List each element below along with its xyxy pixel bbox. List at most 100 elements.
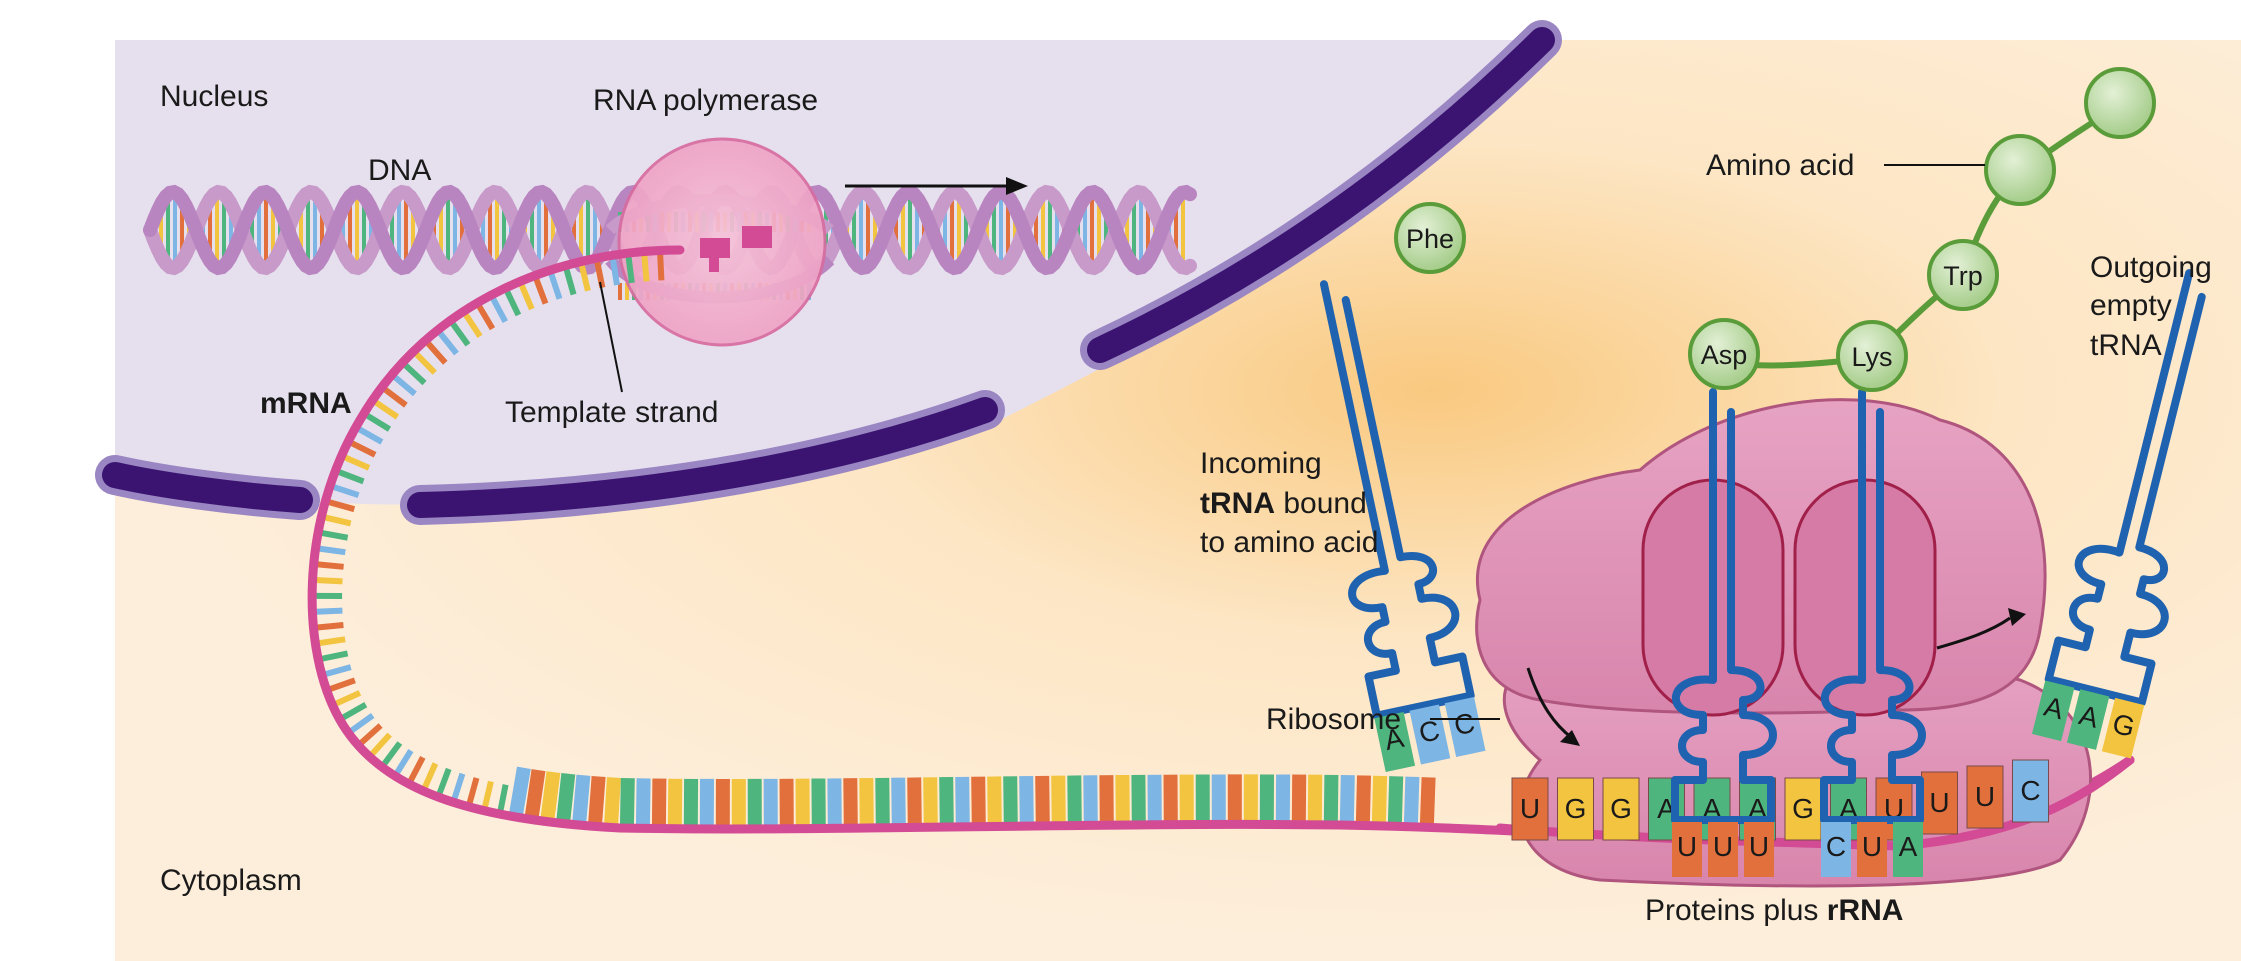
mrna-base [481,780,494,812]
mrna-base [667,778,683,829]
mrna-base [488,293,508,324]
mrna-base [891,777,906,828]
codon-letter: G [1565,793,1587,824]
codon-letter: G [1610,793,1632,824]
mrna-base [465,777,480,808]
mrna-base [420,762,439,793]
mrna-base [320,513,352,527]
mrna-base [450,772,466,804]
mrna-base [435,767,452,799]
trna-outgoing-cloverleaf [2044,541,2169,707]
mrna-base [389,372,417,397]
amino-acid-lys-label: Lys [1851,342,1892,372]
trna-incoming-cloverleaf [1348,552,1475,720]
incoming-label-line2: tRNA bound [1200,487,1367,520]
mrna-base [1339,774,1355,826]
mrna-base [1035,775,1050,826]
mrna-base [1051,775,1066,826]
trna-a-site-anticodon-letter: C [1826,831,1846,862]
codon-base [1511,777,1549,841]
codon-letter: G [1792,793,1814,824]
mrna-base [923,777,938,828]
mrna-base [593,257,606,289]
mrna-base [325,677,356,694]
mrna-base [346,712,375,736]
nucleus-label: Nucleus [160,80,268,113]
nucleus-region [115,40,1560,505]
codon-base [1921,771,1958,835]
trna-a-site-anticodon-letter: A [1899,831,1918,862]
mrna-base [334,467,365,485]
cytoplasm-label: Cytoplasm [160,864,302,897]
mrna-base [380,384,408,408]
amino-acid-asp [1688,318,1760,390]
mrna-base [556,773,576,825]
mrna-base [971,776,986,827]
mrna-base [314,636,346,647]
mrna-base [517,280,535,311]
trna-a-site-cloverleaf [1820,666,1926,824]
incoming-label-bold: tRNA [1200,487,1275,520]
mrna-base [367,732,392,759]
mrna-base [370,397,400,420]
codon-base [1966,765,2004,829]
mrna-base [346,438,377,458]
nuclear-envelope [95,20,1562,525]
mrna-base [313,622,344,631]
mrna-base [313,561,344,570]
mrna-base [641,251,650,282]
mrna-base [1003,776,1018,827]
polymerase-active-site-3 [709,258,719,272]
mrna-base [406,756,426,786]
codon-letter: U [1929,787,1949,818]
mrna-base [340,453,371,471]
dna-label: DNA [368,154,431,187]
outgoing-label-line1: Outgoing [2090,251,2212,284]
mrna-base [379,741,403,769]
mrna-base [392,749,414,778]
template-strand-leader [599,281,623,393]
mrna-base [317,529,349,541]
mrna-base [354,424,384,445]
mrna-base [474,301,496,331]
trna-incoming-acceptor-stem [1319,280,1405,566]
mrna-base [312,607,343,615]
trna-outgoing-anticodon-base [2031,680,2075,742]
incoming-label-rest: bound [1275,487,1367,520]
mrna-base [939,777,954,828]
mrna-bases [312,250,1436,830]
amino-acid-lys [1836,320,1908,392]
trna-a-site-anticodon-base [1857,822,1887,877]
trna-p-site-acceptor-stem [1709,388,1735,674]
trna-p-site-anticodon-base [1672,822,1702,877]
mrna-base [329,482,360,499]
mrna-base [312,576,343,585]
mrna-base [859,778,874,829]
codon-letter: U [1520,793,1540,824]
trna-incoming-anticodon-base [1374,711,1416,773]
proteins-label-bold: rRNA [1827,894,1904,927]
codon-base [1602,777,1640,841]
trna-a-site-anticodon-base [1893,822,1923,877]
polymerase-active-site-1 [700,238,730,258]
amino-acid-label: Amino acid [1706,149,1854,182]
mrna-base [987,776,1002,827]
trna-p-site-anticodon-base [1708,822,1738,877]
trna-entry-arrow-head [1560,730,1580,746]
mrna-base [907,777,922,828]
mrna-base [400,360,427,386]
mrna-base [502,286,522,317]
arrows [845,177,2026,746]
mrna-base [496,784,509,815]
outgoing-label-line2: empty [2090,289,2172,322]
polymerase-active-site-2 [742,226,772,248]
trna-exit-arrow [1936,616,2011,650]
mrna-base [657,250,665,281]
mrna-base [603,777,621,828]
transcription-arrow-head [1006,177,1028,195]
mrna-base [331,690,362,708]
